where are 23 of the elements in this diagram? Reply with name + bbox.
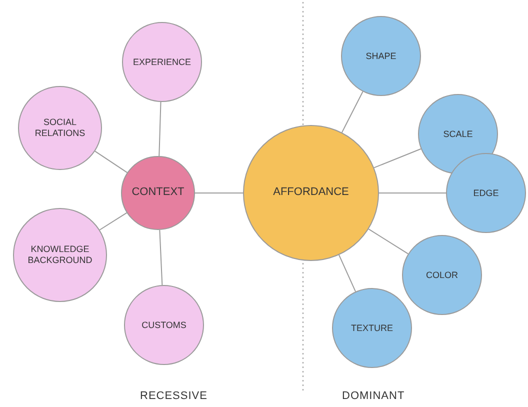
- connector-line: [341, 91, 364, 133]
- section-label: RECESSIVE: [140, 390, 208, 402]
- section-label: DOMINANT: [342, 390, 405, 402]
- node-label: CONTEXT: [132, 186, 184, 200]
- node-label: AFFORDANCE: [273, 186, 349, 200]
- connector-line: [368, 228, 409, 254]
- node-label: KNOWLEDGE BACKGROUND: [26, 244, 94, 266]
- connector-line: [194, 192, 244, 194]
- node-label: SOCIAL RELATIONS: [34, 117, 86, 139]
- node-label: TEXTURE: [350, 322, 393, 334]
- connector-line: [378, 192, 446, 194]
- node-label: CUSTOMS: [142, 320, 186, 330]
- node-label: EDGE: [473, 188, 499, 198]
- node-label: COLOR: [426, 270, 458, 280]
- node-label: SHAPE: [366, 50, 396, 62]
- connector-line: [159, 229, 163, 286]
- connector-line: [374, 148, 422, 168]
- connector-line: [158, 101, 162, 157]
- connector-line: [99, 212, 128, 230]
- connector-line: [338, 254, 356, 292]
- connector-line: [94, 150, 128, 174]
- node-label: EXPERIENCE: [132, 56, 192, 68]
- node-label: SCALE: [443, 128, 473, 140]
